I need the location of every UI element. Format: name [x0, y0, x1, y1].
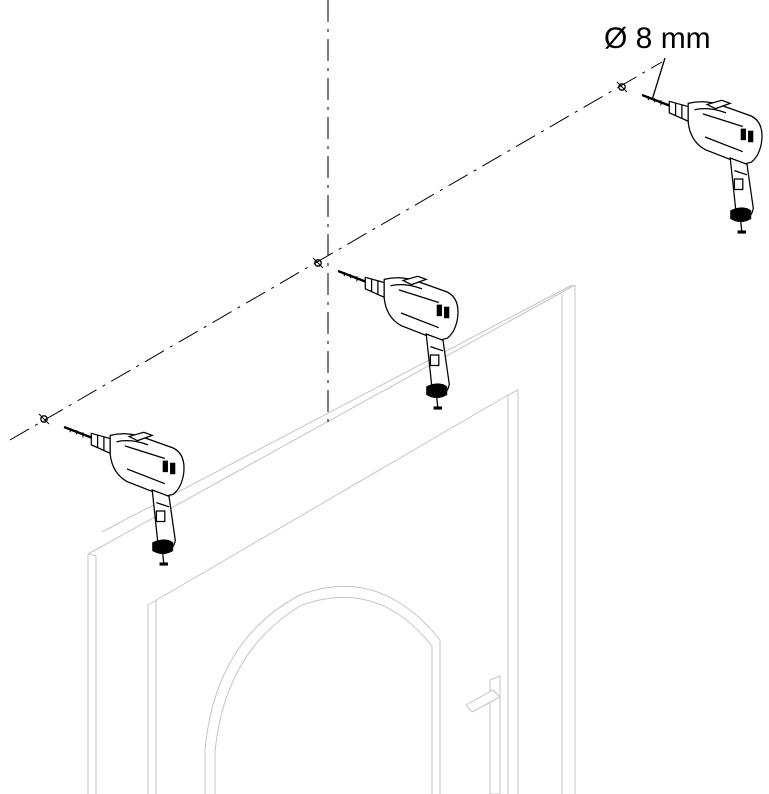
hole-marker-center	[312, 257, 324, 269]
drill-center-icon	[336, 269, 460, 411]
cabinet-outline	[87, 284, 576, 794]
drill-left-icon	[62, 425, 186, 567]
drill-diameter-label: Ø 8 mm	[604, 22, 711, 55]
hole-marker-left	[38, 413, 50, 425]
horizontal-mounting-line	[9, 61, 663, 441]
drill-right-icon	[640, 93, 764, 235]
diameter-leader-line	[651, 57, 666, 101]
hole-marker-right	[616, 81, 628, 93]
